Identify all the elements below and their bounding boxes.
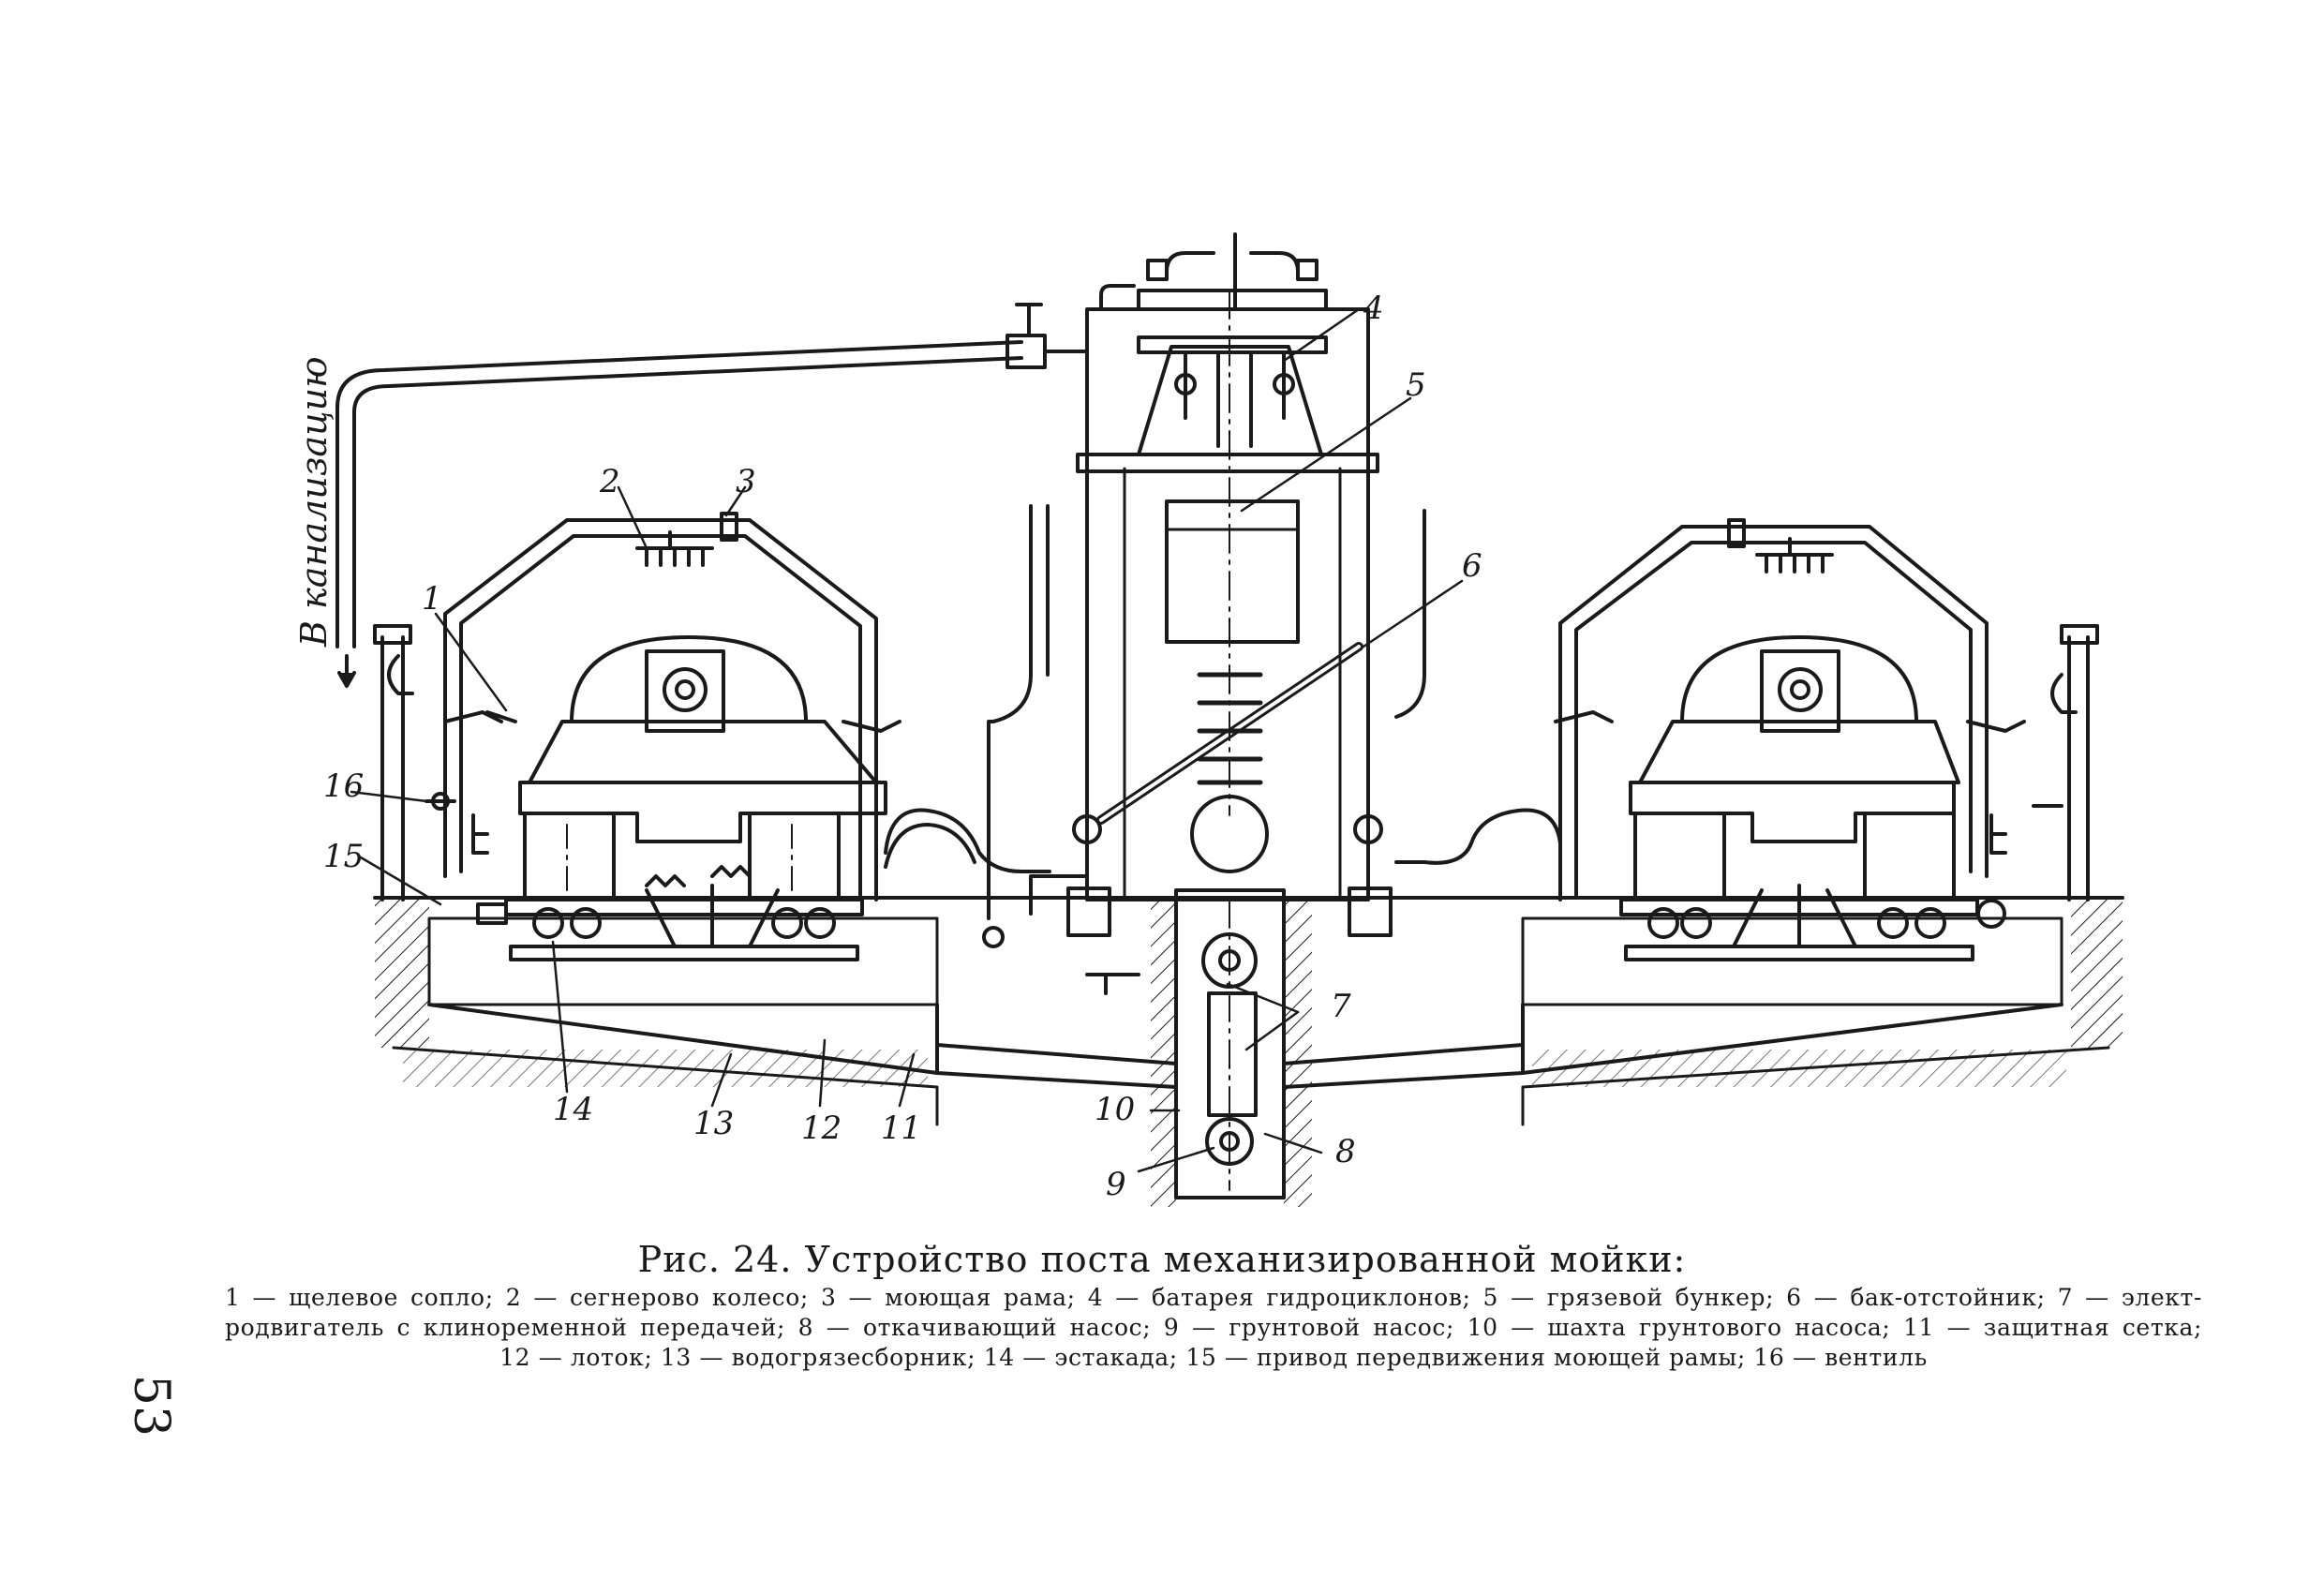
label-13: 13 [693, 1105, 734, 1142]
right-valve-column [1554, 624, 2099, 901]
connecting-hoses [884, 504, 1562, 995]
label-6: 6 [1462, 547, 1482, 585]
label-2: 2 [599, 463, 620, 500]
label-8: 8 [1335, 1133, 1356, 1170]
label-11: 11 [881, 1110, 921, 1147]
label-5: 5 [1406, 366, 1426, 404]
mud-bunker [1165, 499, 1300, 644]
label-9: 9 [1106, 1166, 1126, 1203]
left-vehicle [518, 635, 887, 901]
label-10: 10 [1095, 1091, 1135, 1128]
settling-tank [1066, 290, 1393, 937]
label-4: 4 [1363, 290, 1384, 327]
label-1: 1 [422, 580, 442, 618]
label-14: 14 [553, 1091, 593, 1128]
label-3: 3 [736, 463, 756, 500]
right-trestle [1619, 884, 2006, 961]
label-12: 12 [801, 1110, 842, 1147]
label-15: 15 [323, 838, 364, 875]
caption-line-2: родвигатель с клиноременной передачей; 8… [225, 1314, 2202, 1341]
leader-lines [350, 307, 1464, 1173]
label-7: 7 [1331, 988, 1351, 1025]
hydrocyclone-battery [1137, 232, 1328, 456]
callout-labels: 1 2 3 4 5 6 7 8 9 10 11 12 13 14 15 16 В… [293, 290, 1482, 1203]
left-valve-column [373, 624, 901, 901]
label-16: 16 [323, 767, 364, 805]
left-washing-frame [443, 512, 878, 901]
pit-foundation [392, 916, 2110, 1126]
ground-line [373, 896, 2124, 1048]
left-trestle [476, 865, 864, 961]
pump-shaft [1151, 888, 1312, 1207]
page-number: 53 [123, 1374, 180, 1438]
caption-line-3: 12 — лоток; 13 — водогрязесборник; 14 — … [499, 1344, 1928, 1371]
right-washing-frame [1558, 518, 1989, 901]
sewer-note: В канализацию [293, 356, 335, 648]
figure-caption-title: Рис. 24. Устройство поста механизированн… [637, 1239, 1687, 1280]
drain-pipe [335, 284, 1136, 688]
caption-line-1: 1 — щелевое сопло; 2 — сегнерово колесо;… [225, 1284, 2202, 1311]
right-vehicle [1629, 635, 1960, 901]
